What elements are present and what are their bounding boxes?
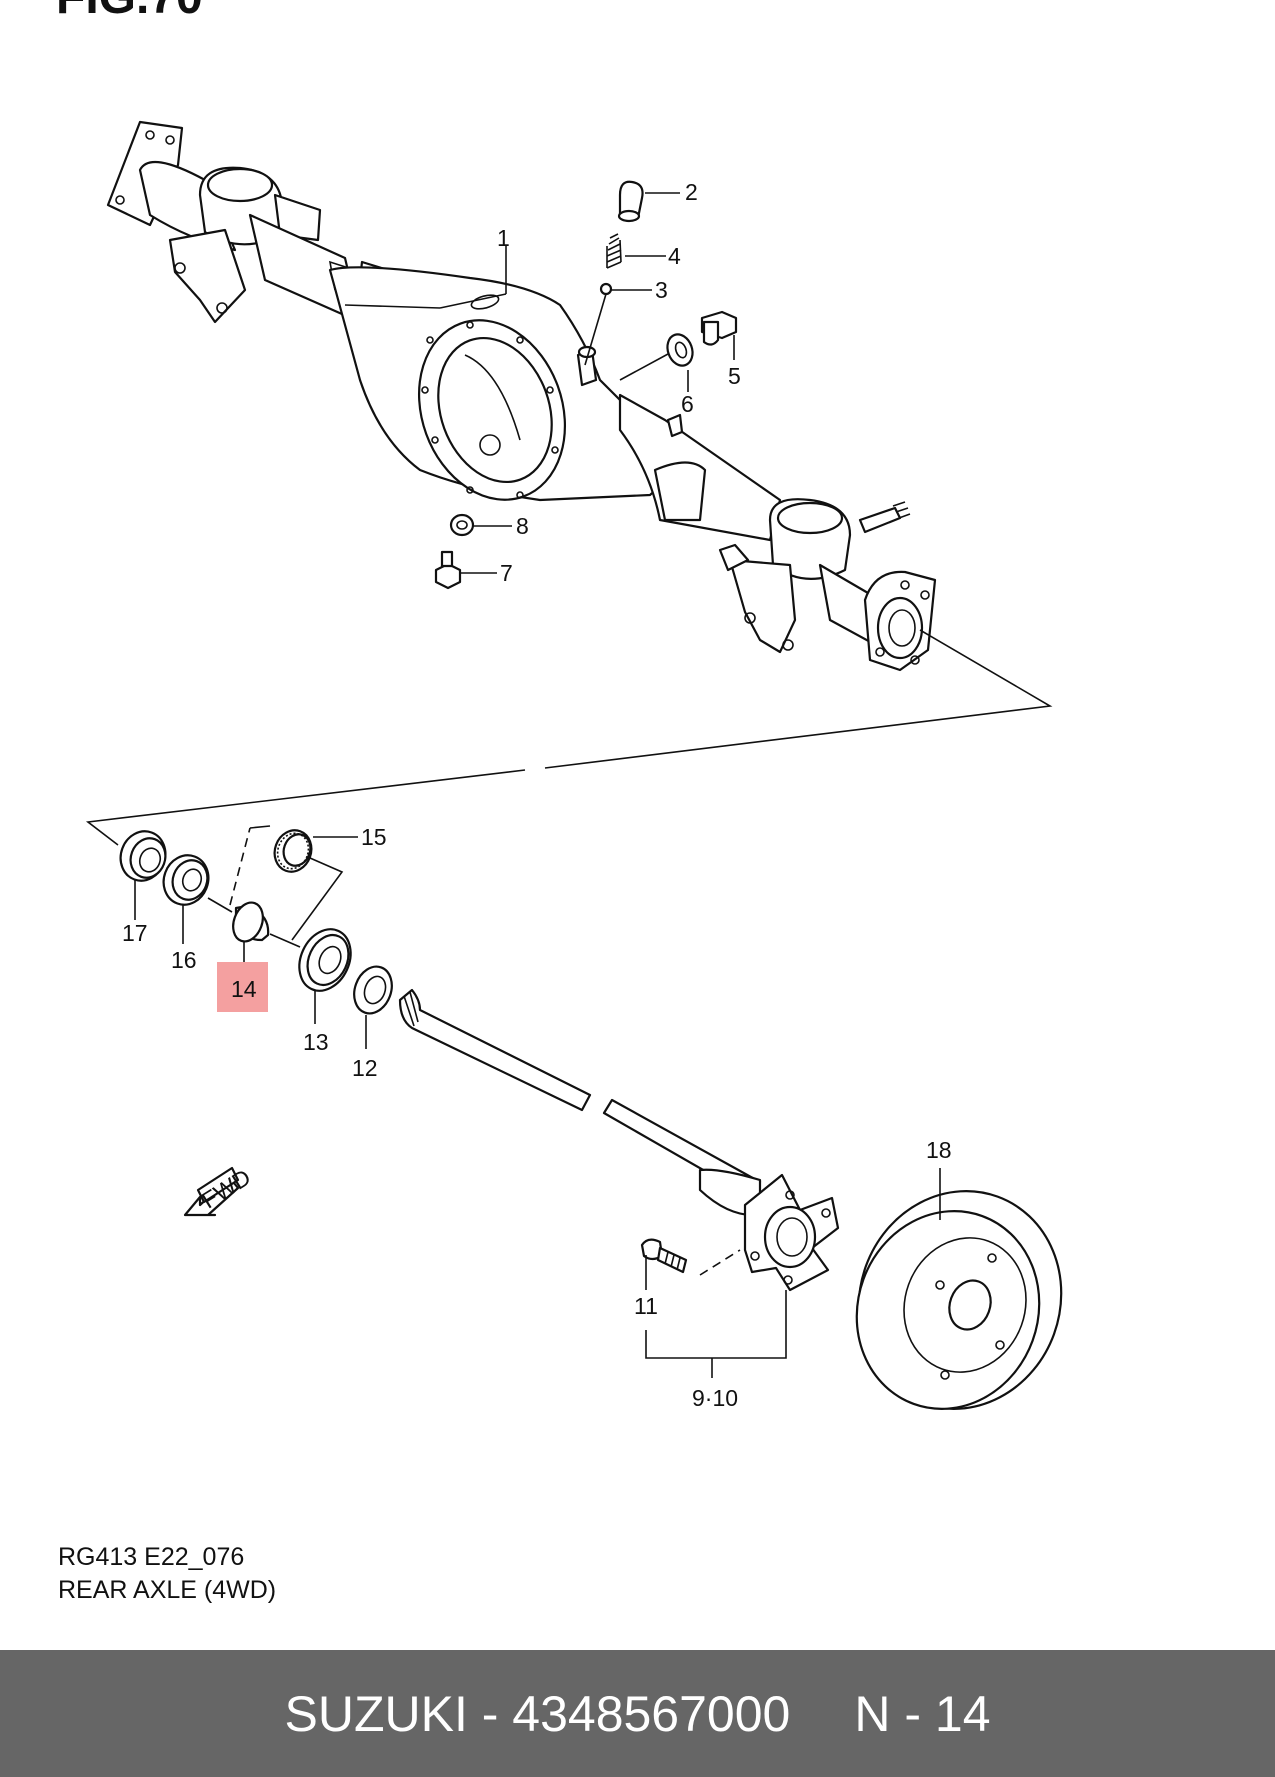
callout-15: 15 [361, 824, 387, 850]
callout-1: 1 [497, 225, 510, 251]
callout-14: 14 [231, 976, 257, 1002]
callout-7: 7 [500, 560, 513, 586]
axle-housing [106, 120, 937, 672]
part-12-spacer [353, 965, 393, 1015]
group-line-15a [249, 825, 271, 829]
part-2-cap [617, 180, 644, 223]
callout-16: 16 [171, 947, 197, 973]
part-6-gasket [666, 333, 694, 367]
callout-9-10: 9·10 [692, 1385, 738, 1411]
part-11-hub-bolt [640, 1238, 741, 1276]
callout-17: 17 [122, 920, 148, 946]
part-15-tone-ring [273, 829, 313, 873]
part-5-plug [700, 310, 738, 346]
callout-12: 12 [352, 1055, 378, 1081]
callout-8: 8 [516, 513, 529, 539]
figure-heading: FIG.70 [56, 0, 203, 25]
diagram-reference: N - 14 [854, 1685, 991, 1742]
part-16-bearing [162, 854, 210, 906]
part-18-brake-drum [855, 1190, 1063, 1410]
group-line-14 [229, 827, 251, 906]
callout-3: 3 [655, 277, 668, 303]
callout-5: 5 [728, 363, 741, 389]
part-7-bolt [434, 550, 462, 590]
fwd-direction-arrow: FWD [183, 1164, 255, 1217]
part-4-spring [606, 233, 622, 269]
assembly-link-line [85, 629, 1053, 846]
callout-11: 11 [634, 1293, 658, 1319]
callout-4: 4 [668, 243, 681, 269]
callout-6: 6 [681, 391, 694, 417]
callout-13: 13 [303, 1029, 329, 1055]
group-line-15b [291, 857, 344, 941]
part-13-bearing [298, 928, 352, 992]
group-line-14-13 [269, 933, 301, 948]
part-9-10-axle-shaft [398, 988, 840, 1292]
selected-part-highlight [217, 962, 268, 1012]
brand-part-number: SUZUKI - 4348567000 [284, 1685, 791, 1742]
diagram-code: RG413 E22_076 [58, 1543, 245, 1571]
part-3-ball [599, 282, 613, 296]
callout-2: 2 [685, 179, 698, 205]
diagram-title: REAR AXLE (4WD) [58, 1576, 277, 1604]
callout-18: 18 [926, 1137, 952, 1163]
leader-lines [134, 192, 941, 1378]
group-line-16-14 [207, 897, 233, 913]
part-8-washer [449, 513, 475, 537]
part-number-footer: SUZUKI - 4348567000 N - 14 [0, 1650, 1275, 1777]
exploded-parts-diagram: FWD 1 2 3 4 5 6 7 8 9·10 11 12 13 14 1 [85, 120, 1063, 1411]
part-14-retainer-ring [232, 901, 270, 943]
part-17-oil-seal [119, 830, 167, 882]
